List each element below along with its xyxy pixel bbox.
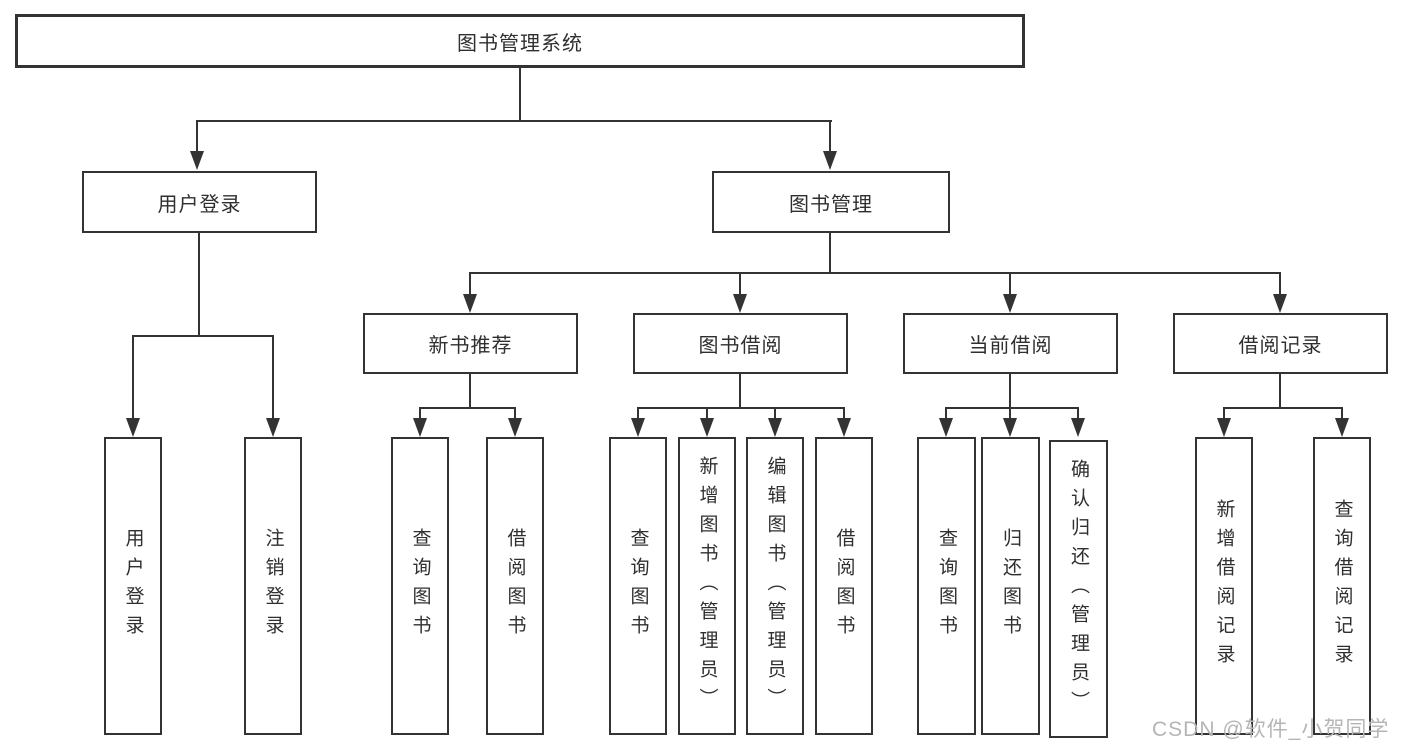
- leaf-label: 用户登录: [122, 528, 144, 644]
- connector-shaft: [419, 407, 421, 421]
- leaf-label: 归还图书: [1000, 528, 1021, 644]
- connector-shaft: [843, 407, 845, 421]
- leaf-borrow-books: 借阅图书: [815, 437, 873, 735]
- connector-shaft: [1077, 407, 1079, 421]
- leaf-return-books: 归还图书: [981, 437, 1040, 735]
- connector-bar: [1223, 407, 1343, 409]
- connector-stem: [519, 66, 521, 122]
- leaf-confirm-return-admin: 确认归还（管理员）: [1049, 440, 1108, 738]
- leaf-logout: 注销登录: [244, 437, 302, 735]
- arrow-down-icon: [1217, 418, 1231, 437]
- leaf-label: 确认归还（管理员）: [1068, 458, 1089, 720]
- arrow-down-icon: [768, 418, 782, 437]
- arrow-down-icon: [733, 294, 747, 313]
- connector-stem: [198, 233, 200, 337]
- node-borrow-records-label: 借阅记录: [1238, 335, 1323, 357]
- arrow-down-icon: [190, 151, 204, 170]
- connector-bar: [469, 272, 1281, 274]
- connector-stem: [469, 374, 471, 409]
- node-root: 图书管理系统: [15, 14, 1025, 68]
- node-user-login-label: 用户登录: [157, 193, 242, 216]
- node-book-management-label: 图书管理: [789, 193, 873, 216]
- arrow-down-icon: [1071, 418, 1085, 437]
- connector-shaft: [739, 272, 741, 298]
- connector-shaft: [132, 335, 134, 420]
- leaf-query-borrow-record: 查询借阅记录: [1313, 437, 1371, 735]
- connector-shaft: [272, 335, 274, 420]
- node-root-label: 图书管理系统: [457, 32, 583, 55]
- leaf-label: 新增借阅记录: [1213, 499, 1235, 673]
- node-current-borrowing: 当前借阅: [903, 313, 1118, 374]
- arrow-down-icon: [1003, 294, 1017, 313]
- leaf-user-login: 用户登录: [104, 437, 162, 735]
- leaf-label: 编辑图书（管理员）: [764, 455, 786, 717]
- arrow-down-icon: [463, 294, 477, 313]
- connector-shaft: [637, 407, 639, 421]
- connector-shaft: [196, 120, 198, 155]
- arrow-down-icon: [700, 418, 714, 437]
- arrow-down-icon: [1273, 294, 1287, 313]
- connector-stem: [739, 374, 741, 409]
- connector-shaft: [1279, 272, 1281, 298]
- leaf-label: 查询图书: [627, 528, 649, 644]
- node-user-login: 用户登录: [82, 171, 317, 233]
- connector-bar: [419, 407, 516, 409]
- leaf-edit-books-admin: 编辑图书（管理员）: [746, 437, 804, 735]
- arrow-down-icon: [837, 418, 851, 437]
- connector-stem: [829, 233, 831, 274]
- leaf-query-books-recommend: 查询图书: [391, 437, 449, 735]
- leaf-label: 借阅图书: [833, 528, 855, 644]
- arrow-down-icon: [266, 418, 280, 437]
- connector-bar: [637, 407, 845, 409]
- arrow-down-icon: [1003, 418, 1017, 437]
- connector-shaft: [706, 407, 708, 421]
- node-book-borrowing-label: 图书借阅: [698, 335, 783, 357]
- connector-shaft: [1009, 272, 1011, 298]
- leaf-query-books-current: 查询图书: [917, 437, 976, 735]
- watermark: CSDN @软件_小贺同学: [1152, 718, 1390, 741]
- connector-bar: [196, 120, 832, 122]
- connector-shaft: [1223, 407, 1225, 421]
- leaf-borrow-books-recommend: 借阅图书: [486, 437, 544, 735]
- node-borrow-records: 借阅记录: [1173, 313, 1388, 374]
- leaf-add-borrow-record: 新增借阅记录: [1195, 437, 1253, 735]
- connector-stem: [1279, 374, 1281, 409]
- connector-shaft: [829, 120, 831, 155]
- leaf-label: 查询借阅记录: [1331, 499, 1353, 673]
- connector-stem: [1009, 374, 1011, 409]
- node-new-book-recommend: 新书推荐: [363, 313, 578, 374]
- leaf-label: 查询图书: [936, 528, 957, 644]
- arrow-down-icon: [823, 151, 837, 170]
- connector-shaft: [1009, 407, 1011, 421]
- leaf-query-books-borrowing: 查询图书: [609, 437, 667, 735]
- arrow-down-icon: [508, 418, 522, 437]
- leaf-label: 借阅图书: [504, 528, 526, 644]
- leaf-add-books-admin: 新增图书（管理员）: [678, 437, 736, 735]
- arrow-down-icon: [939, 418, 953, 437]
- arrow-down-icon: [126, 418, 140, 437]
- connector-shaft: [469, 272, 471, 298]
- node-book-borrowing: 图书借阅: [633, 313, 848, 374]
- connector-shaft: [514, 407, 516, 421]
- connector-shaft: [774, 407, 776, 421]
- node-book-management: 图书管理: [712, 171, 950, 233]
- arrow-down-icon: [413, 418, 427, 437]
- connector-shaft: [945, 407, 947, 421]
- connector-bar: [132, 335, 274, 337]
- leaf-label: 查询图书: [409, 528, 431, 644]
- leaf-label: 新增图书（管理员）: [696, 455, 718, 717]
- node-current-borrowing-label: 当前借阅: [968, 335, 1053, 357]
- connector-shaft: [1341, 407, 1343, 421]
- leaf-label: 注销登录: [262, 528, 284, 644]
- connector-bar: [945, 407, 1079, 409]
- arrow-down-icon: [631, 418, 645, 437]
- arrow-down-icon: [1335, 418, 1349, 437]
- node-new-book-recommend-label: 新书推荐: [428, 335, 513, 357]
